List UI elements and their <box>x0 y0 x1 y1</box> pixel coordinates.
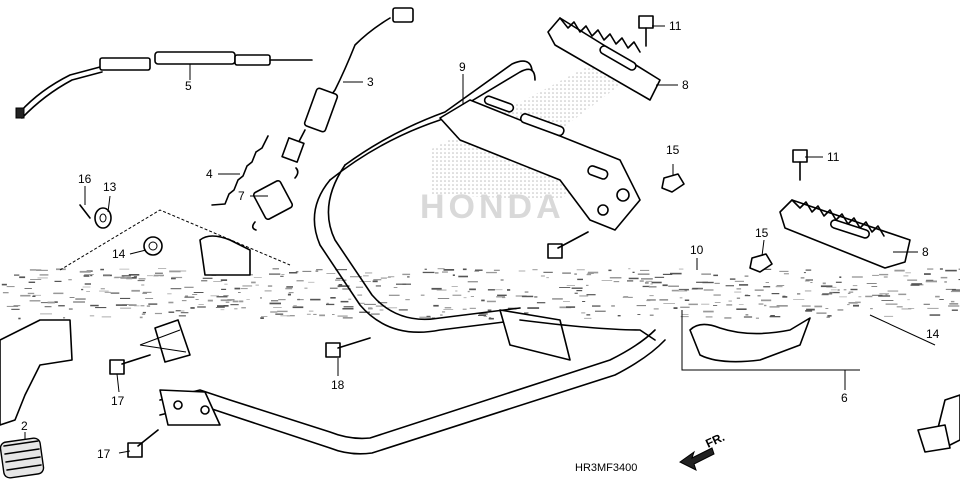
pin-16 <box>79 204 91 219</box>
step-assembly <box>681 310 860 371</box>
callout-label: 15 <box>755 226 769 240</box>
callout-label: 8 <box>682 78 689 92</box>
callout-label: 17 <box>111 394 125 408</box>
callout-label: 17 <box>97 447 111 461</box>
callout-labels: 5 3 9 11 8 4 7 16 13 14 15 11 8 10 15 14… <box>21 19 940 461</box>
nut-15-upper <box>661 173 685 193</box>
bolt-17-upper <box>109 354 151 375</box>
callout-label: 4 <box>206 167 213 181</box>
bolt-18 <box>325 337 371 358</box>
callout-label: 5 <box>185 79 192 93</box>
right-pedal <box>869 314 960 453</box>
lower-step-bar <box>159 329 666 455</box>
front-direction-arrow: FR. <box>679 430 727 471</box>
callout-label: 13 <box>103 180 117 194</box>
nut-15-lower <box>749 253 773 273</box>
callout-label: 14 <box>926 327 940 341</box>
springs <box>211 135 299 231</box>
leader-lines <box>24 25 918 454</box>
switch-cable <box>281 7 414 163</box>
callout-label: 11 <box>827 150 840 164</box>
callout-label: 7 <box>238 189 245 203</box>
bolt-center <box>547 231 589 259</box>
callout-label: 18 <box>331 378 345 392</box>
footpeg-lower <box>779 199 911 269</box>
callout-label: 10 <box>690 243 704 257</box>
callout-label: 6 <box>841 391 848 405</box>
callout-label: 16 <box>78 172 92 186</box>
callout-label: 11 <box>669 19 682 33</box>
callout-label: 8 <box>922 245 929 259</box>
brake-pedal <box>0 319 73 479</box>
callout-label: 14 <box>112 247 126 261</box>
drawing-code: HR3MF3400 <box>575 462 637 474</box>
pedal-bracket <box>59 209 291 363</box>
throttle-cable <box>15 51 313 119</box>
footpeg-upper <box>547 17 661 101</box>
bolt-11-right <box>792 149 808 181</box>
callout-label: 9 <box>459 60 466 74</box>
callout-label: 3 <box>367 75 374 89</box>
step-frame <box>313 60 656 361</box>
bolt-17-lower <box>127 429 159 458</box>
callout-label: 2 <box>21 419 28 433</box>
watermark-text: HONDA <box>420 188 565 226</box>
front-label: FR. <box>703 430 726 451</box>
callout-label: 15 <box>666 143 680 157</box>
washer-13 <box>94 207 112 229</box>
bolt-11-top <box>638 15 654 47</box>
bushing-14 <box>143 236 163 256</box>
scan-noise-band <box>1 268 960 320</box>
